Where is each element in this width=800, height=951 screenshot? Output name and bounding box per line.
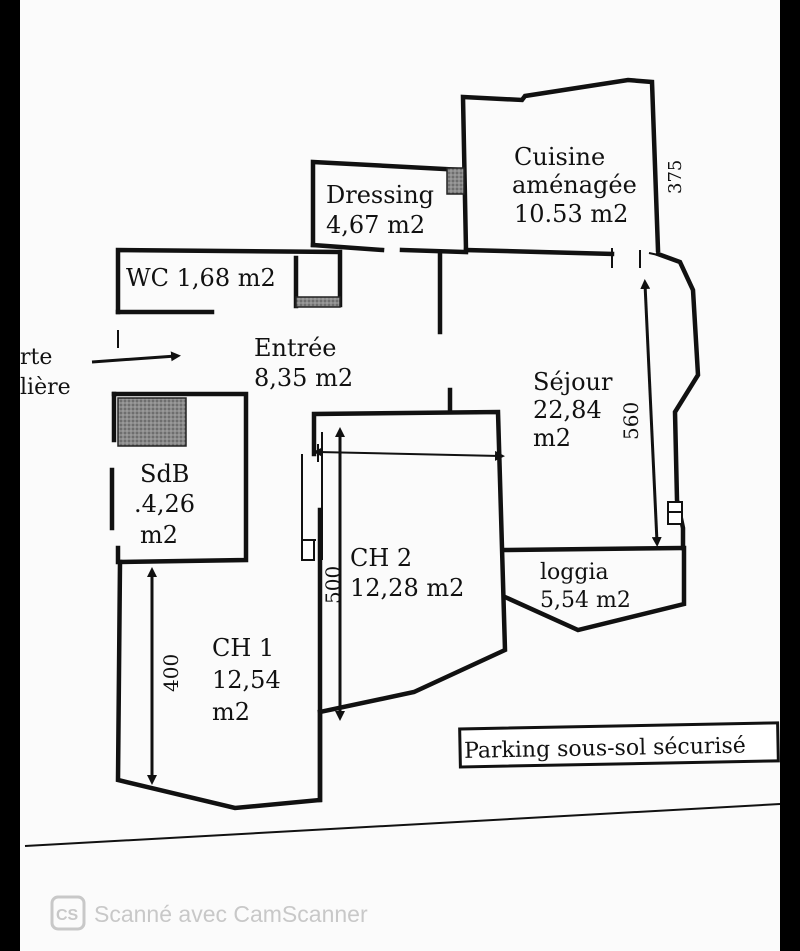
- cuisine-dimension: 375: [665, 160, 686, 194]
- camscanner-watermark: CS Scanné avec CamScanner: [50, 895, 368, 931]
- room-labels: Dressing 4,67 m2 Cuisine aménagée 10.53 …: [20, 143, 637, 726]
- ch2-dimension: 500: [321, 566, 345, 604]
- ch2-area: 12,28 m2: [350, 574, 464, 602]
- ch1-name: CH 1: [212, 634, 274, 662]
- dimension-arrows: [91, 279, 662, 785]
- camscanner-badge-icon: [50, 895, 86, 931]
- dressing-duct: [446, 167, 465, 195]
- loggia-area: 5,54 m2: [540, 588, 631, 613]
- camscanner-badge-text: CS: [56, 907, 79, 924]
- dressing-area: 4,67 m2: [326, 211, 425, 239]
- entrance-label-1: rte: [20, 345, 52, 370]
- wc-label: WC 1,68 m2: [126, 264, 276, 292]
- ch2-name: CH 2: [350, 544, 412, 572]
- wc-duct: [295, 296, 341, 308]
- entree-name: Entrée: [254, 334, 337, 362]
- sdb-area: .4,26: [134, 490, 195, 518]
- dressing-name: Dressing: [326, 181, 434, 209]
- sdb-area-unit: m2: [140, 521, 178, 549]
- sdb-name: SdB: [140, 460, 189, 488]
- sejour-area: 22,84: [533, 396, 602, 424]
- cuisine-name-2: aménagée: [512, 171, 637, 199]
- parking-label: Parking sous-sol sécurisé: [464, 733, 746, 763]
- loggia-name: loggia: [540, 560, 609, 585]
- sejour-name: Séjour: [533, 368, 613, 396]
- camscanner-text: Scanné avec CamScanner: [94, 901, 368, 927]
- ch2-door-box: [301, 539, 315, 561]
- sejour-dimension: 560: [619, 402, 643, 440]
- sdb-duct: [117, 397, 187, 447]
- cuisine-area: 10.53 m2: [514, 200, 628, 228]
- cuisine-name: Cuisine: [514, 143, 605, 171]
- paper-sheet: [20, 0, 780, 951]
- dimension-labels: 375 560 500 400: [159, 160, 686, 692]
- ch1-area-unit: m2: [212, 698, 250, 726]
- walls: [24, 77, 781, 847]
- ch1-dimension: 400: [159, 654, 183, 692]
- entree-area: 8,35 m2: [254, 364, 353, 392]
- parking-box: Parking sous-sol sécurisé: [458, 721, 780, 769]
- sejour-area-unit: m2: [533, 424, 571, 452]
- ch1-area: 12,54: [212, 666, 281, 694]
- entrance-label-2: lière: [20, 375, 71, 400]
